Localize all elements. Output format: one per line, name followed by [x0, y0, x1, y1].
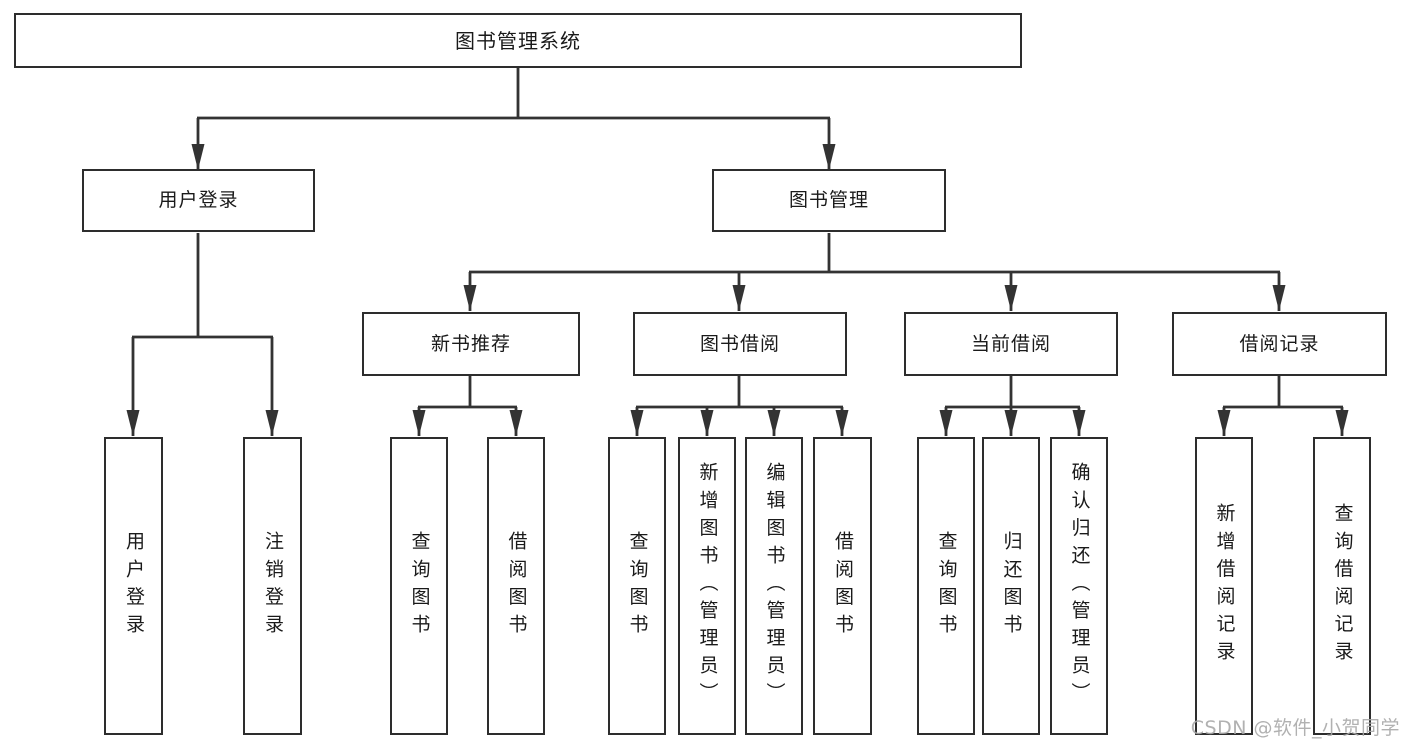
- node-borrow-records: 借阅记录: [1172, 312, 1387, 376]
- node-leaf-borrow-books: 借阅图书: [813, 437, 872, 735]
- connector-new-book-recommend-children: [412, 376, 523, 436]
- node-leaf-query-books-borrow: 查询图书: [608, 437, 666, 735]
- node-book-management: 图书管理: [712, 169, 946, 232]
- node-leaf-user-login: 用户登录: [104, 437, 163, 735]
- node-leaf-borrow-books-recommend-label: 借阅图书: [505, 530, 528, 642]
- node-leaf-query-books-current: 查询图书: [917, 437, 975, 735]
- node-leaf-edit-books-admin-label: 编辑图书（管理员）: [763, 462, 786, 710]
- node-leaf-query-books-borrow-label: 查询图书: [626, 530, 649, 642]
- node-leaf-add-books-admin-label: 新增图书（管理员）: [696, 462, 719, 710]
- node-leaf-confirm-return-admin: 确认归还（管理员）: [1050, 437, 1108, 735]
- node-new-book-recommend: 新书推荐: [362, 312, 580, 376]
- node-current-borrow: 当前借阅: [904, 312, 1118, 376]
- node-root: 图书管理系统: [14, 13, 1022, 68]
- node-leaf-logout: 注销登录: [243, 437, 302, 735]
- node-leaf-add-borrow-record-label: 新增借阅记录: [1213, 503, 1236, 669]
- node-leaf-add-books-admin: 新增图书（管理员）: [678, 437, 736, 735]
- connector-user-login-branch: [126, 233, 279, 436]
- node-leaf-return-books-label: 归还图书: [1000, 530, 1023, 642]
- node-leaf-user-login-label: 用户登录: [123, 530, 145, 642]
- node-leaf-query-books-recommend: 查询图书: [390, 437, 448, 735]
- connector-book-management-branch: [463, 233, 1286, 311]
- node-user-login: 用户登录: [82, 169, 315, 232]
- node-leaf-query-borrow-record-label: 查询借阅记录: [1331, 503, 1354, 669]
- node-leaf-confirm-return-admin-label: 确认归还（管理员）: [1068, 462, 1091, 710]
- csdn-watermark: CSDN @软件_小贺同学: [1190, 717, 1400, 739]
- node-leaf-query-books-recommend-label: 查询图书: [408, 530, 431, 642]
- node-leaf-edit-books-admin: 编辑图书（管理员）: [745, 437, 803, 735]
- node-leaf-query-borrow-record: 查询借阅记录: [1313, 437, 1371, 735]
- node-leaf-query-books-current-label: 查询图书: [935, 530, 958, 642]
- node-book-borrow: 图书借阅: [633, 312, 847, 376]
- connector-borrow-records-children: [1217, 376, 1349, 436]
- connector-current-borrow-children: [939, 376, 1086, 436]
- node-leaf-borrow-books-recommend: 借阅图书: [487, 437, 545, 735]
- connector-root-to-level2: [191, 68, 836, 170]
- node-leaf-logout-label: 注销登录: [262, 530, 284, 642]
- connector-book-borrow-children: [630, 376, 849, 436]
- node-leaf-borrow-books-label: 借阅图书: [832, 530, 854, 642]
- node-leaf-add-borrow-record: 新增借阅记录: [1195, 437, 1253, 735]
- node-leaf-return-books: 归还图书: [982, 437, 1040, 735]
